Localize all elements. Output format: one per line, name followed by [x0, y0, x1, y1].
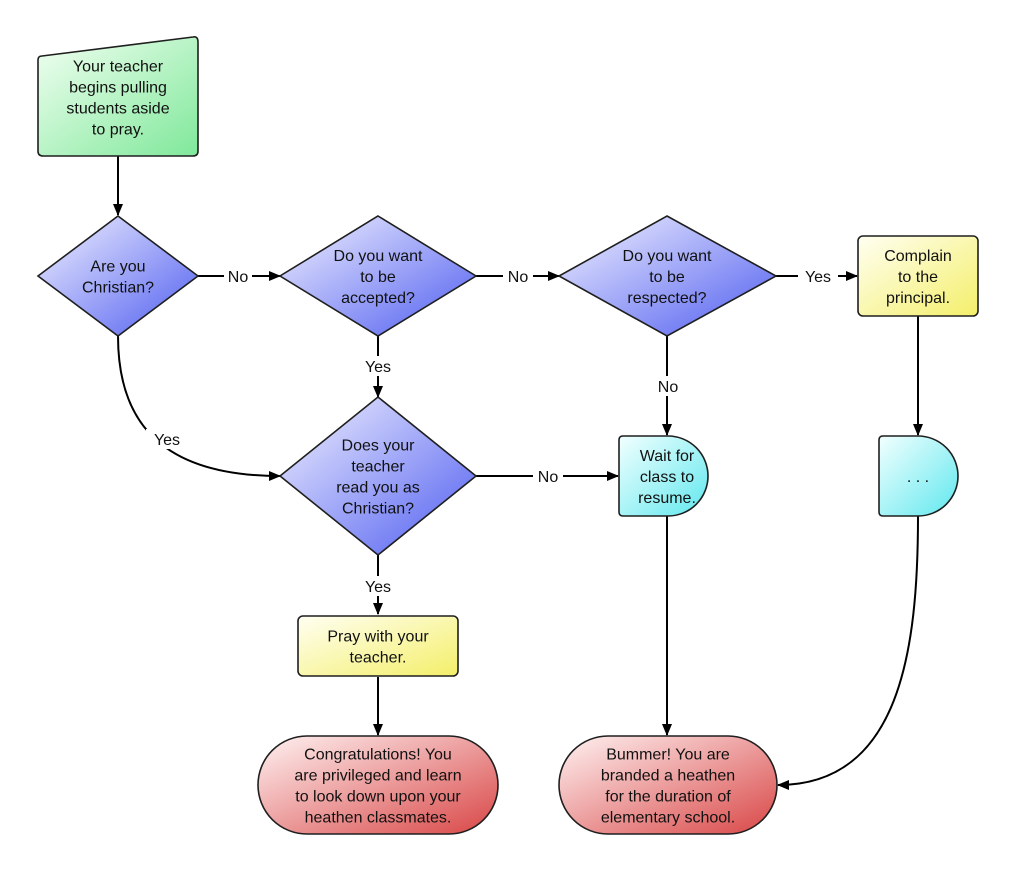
node-text-line: Christian?	[82, 280, 154, 297]
decision-diamond	[36, 215, 200, 337]
node-text-line: Bummer! You are	[606, 747, 730, 764]
edge-label-accepted-yes: Yes	[365, 359, 391, 376]
edge-label-christian-yes: Yes	[154, 432, 180, 449]
delay-shape	[618, 435, 709, 517]
decision-read-as-christian-text: Does your teacher read you as Christian?	[336, 438, 420, 518]
edge-label-respected-yes: Yes	[805, 269, 831, 286]
node-text-line: elementary school.	[601, 810, 735, 827]
node-text-line: Do you want	[334, 248, 423, 265]
node-text-line: Your teacher	[73, 59, 164, 76]
process-pray: Pray with your teacher.	[297, 615, 459, 677]
delay-wait-for-class-text: Wait for class to resume.	[638, 448, 696, 507]
node-text-line: . . .	[907, 469, 929, 486]
node-text-line: read you as	[336, 480, 420, 497]
node-text-line: teacher.	[350, 650, 407, 667]
node-text-line: to be	[360, 269, 396, 286]
decision-want-accepted: Do you want to be accepted?	[278, 215, 478, 337]
decision-want-accepted-text: Do you want to be accepted?	[334, 248, 423, 307]
decision-diamond	[557, 215, 778, 337]
node-text-line: Does your	[342, 438, 416, 455]
edge-ellipsis-to-bummer	[777, 515, 919, 790]
node-text-line: to be	[649, 269, 685, 286]
terminal-congratulations-text: Congratulations! You are privileged and l…	[294, 747, 461, 827]
process-complain: Complain to the principal.	[857, 235, 979, 317]
process-box	[857, 235, 979, 317]
node-text-line: branded a heathen	[601, 768, 735, 785]
edge-label-christian-no: No	[228, 269, 249, 286]
node-text-line: begins pulling	[69, 80, 167, 97]
node-start-text: Your teacher begins pulling students aside…	[66, 59, 169, 139]
terminal-shape	[558, 735, 778, 835]
terminal-shape	[257, 735, 499, 835]
node-text-line: heathen classmates.	[305, 810, 452, 827]
edge-label-accepted-no: No	[508, 269, 529, 286]
node-text-line: Congratulations! You	[304, 747, 452, 764]
decision-diamond	[278, 215, 478, 337]
node-text-line: Complain	[884, 248, 952, 265]
node-text-line: teacher	[351, 459, 405, 476]
delay-ellipsis: . . .	[878, 435, 959, 517]
terminal-bummer-text: Bummer! You are branded a heathen for the …	[601, 747, 735, 827]
decision-want-respected: Do you want to be respected?	[557, 215, 778, 337]
decision-diamond	[278, 395, 478, 557]
edge-labels: No Yes No Yes Yes No No Yes	[146, 266, 838, 596]
node-text-line: for the duration of	[605, 789, 731, 806]
node-start: Your teacher begins pulling students aside…	[37, 36, 199, 157]
decision-read-as-christian: Does your teacher read you as Christian?	[278, 395, 478, 557]
decision-want-respected-text: Do you want to be respected?	[623, 248, 712, 307]
node-text-line: principal.	[886, 290, 950, 307]
edge-christian-yes	[117, 335, 281, 481]
node-text-line: to pray.	[92, 122, 144, 139]
node-text-line: Are you	[90, 259, 145, 276]
node-text-line: resume.	[638, 490, 696, 507]
node-text-line: to look down upon your	[295, 789, 461, 806]
node-text-line: class to	[640, 469, 694, 486]
delay-ellipsis-text: . . .	[907, 469, 929, 486]
node-text-line: are privileged and learn	[294, 768, 461, 785]
terminal-congratulations: Congratulations! You are privileged and l…	[257, 735, 499, 835]
node-text-line: students aside	[66, 101, 169, 118]
delay-wait-for-class: Wait for class to resume.	[618, 435, 709, 517]
edge-label-read-yes: Yes	[365, 579, 391, 596]
edge-label-read-no: No	[538, 469, 559, 486]
node-text-line: Do you want	[623, 248, 712, 265]
node-text-line: to the	[898, 269, 938, 286]
node-text-line: accepted?	[341, 290, 415, 307]
process-complain-text: Complain to the principal.	[884, 248, 952, 307]
node-text-line: Christian?	[342, 501, 414, 518]
manual-input-shape	[37, 36, 199, 157]
delay-shape	[878, 435, 959, 517]
edge-label-respected-no: No	[658, 379, 679, 396]
node-text-line: Pray with your	[327, 629, 429, 646]
process-box	[297, 615, 459, 677]
node-text-line: Wait for	[640, 448, 695, 465]
process-pray-text: Pray with your teacher.	[327, 629, 429, 667]
node-text-line: respected?	[627, 290, 706, 307]
terminal-bummer: Bummer! You are branded a heathen for the …	[558, 735, 778, 835]
edges	[113, 156, 923, 790]
